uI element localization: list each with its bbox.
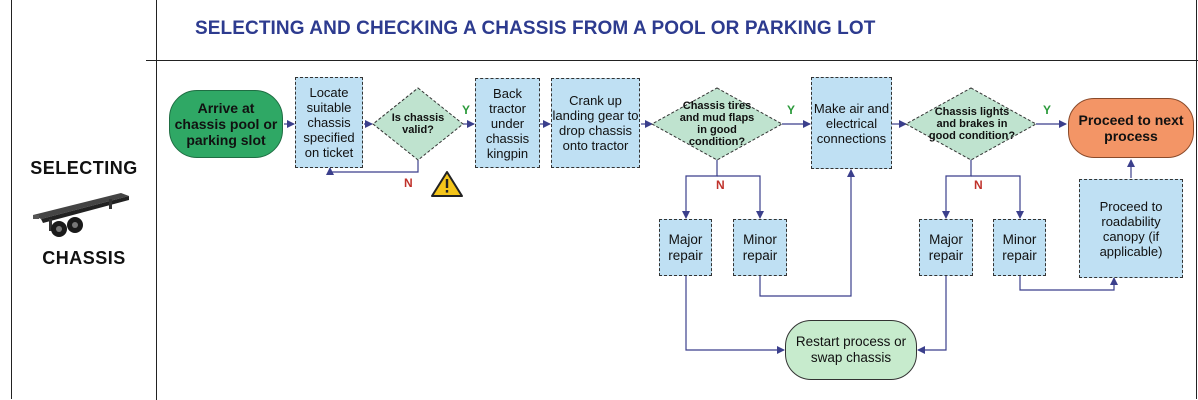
page-frame — [11, 0, 1197, 399]
minor-repair-tires: Minor repair — [733, 219, 787, 276]
major-repair-tires: Major repair — [659, 219, 712, 276]
yes-label-tires: Y — [787, 103, 796, 117]
end-node-proceed-next: Proceed to next process — [1068, 98, 1194, 158]
step-air-electrical: Make air and electrical connections — [811, 77, 892, 169]
decision-tires-mud-flaps: Chassis tires and mud flaps in good cond… — [679, 100, 755, 148]
decision-chassis-valid: Is chassis valid? — [391, 112, 445, 136]
title-divider — [146, 60, 1198, 61]
sidebar-bottom-label: CHASSIS — [42, 248, 126, 268]
sidebar-top-label: SELECTING — [30, 158, 138, 178]
step-back-tractor: Back tractor under chassis kingpin — [475, 78, 540, 168]
start-node-arrive: Arrive at chassis pool or parking slot — [169, 90, 283, 158]
restart-node: Restart process or swap chassis — [785, 320, 917, 380]
sidebar: SELECTING CHASSIS — [11, 0, 157, 400]
no-label-valid: N — [404, 176, 413, 190]
major-repair-lights: Major repair — [919, 219, 973, 276]
chassis-trailer-icon — [33, 193, 129, 237]
yes-label-lights: Y — [1043, 103, 1052, 117]
no-label-tires: N — [716, 178, 725, 192]
step-locate-chassis: Locate suitable chassis specified on tic… — [295, 77, 363, 168]
step-crank-landing-gear: Crank up landing gear to drop chassis on… — [551, 78, 640, 168]
yes-label-valid: Y — [462, 103, 471, 117]
page-title: SELECTING AND CHECKING A CHASSIS FROM A … — [195, 18, 876, 39]
minor-repair-lights: Minor repair — [993, 219, 1046, 276]
warning-triangle-icon — [431, 171, 463, 197]
step-roadability-canopy: Proceed to roadability canopy (if applic… — [1079, 179, 1183, 278]
no-label-lights: N — [974, 178, 983, 192]
decision-shapes — [372, 87, 1038, 161]
decision-lights-brakes: Chassis lights and brakes in good condit… — [928, 106, 1016, 142]
